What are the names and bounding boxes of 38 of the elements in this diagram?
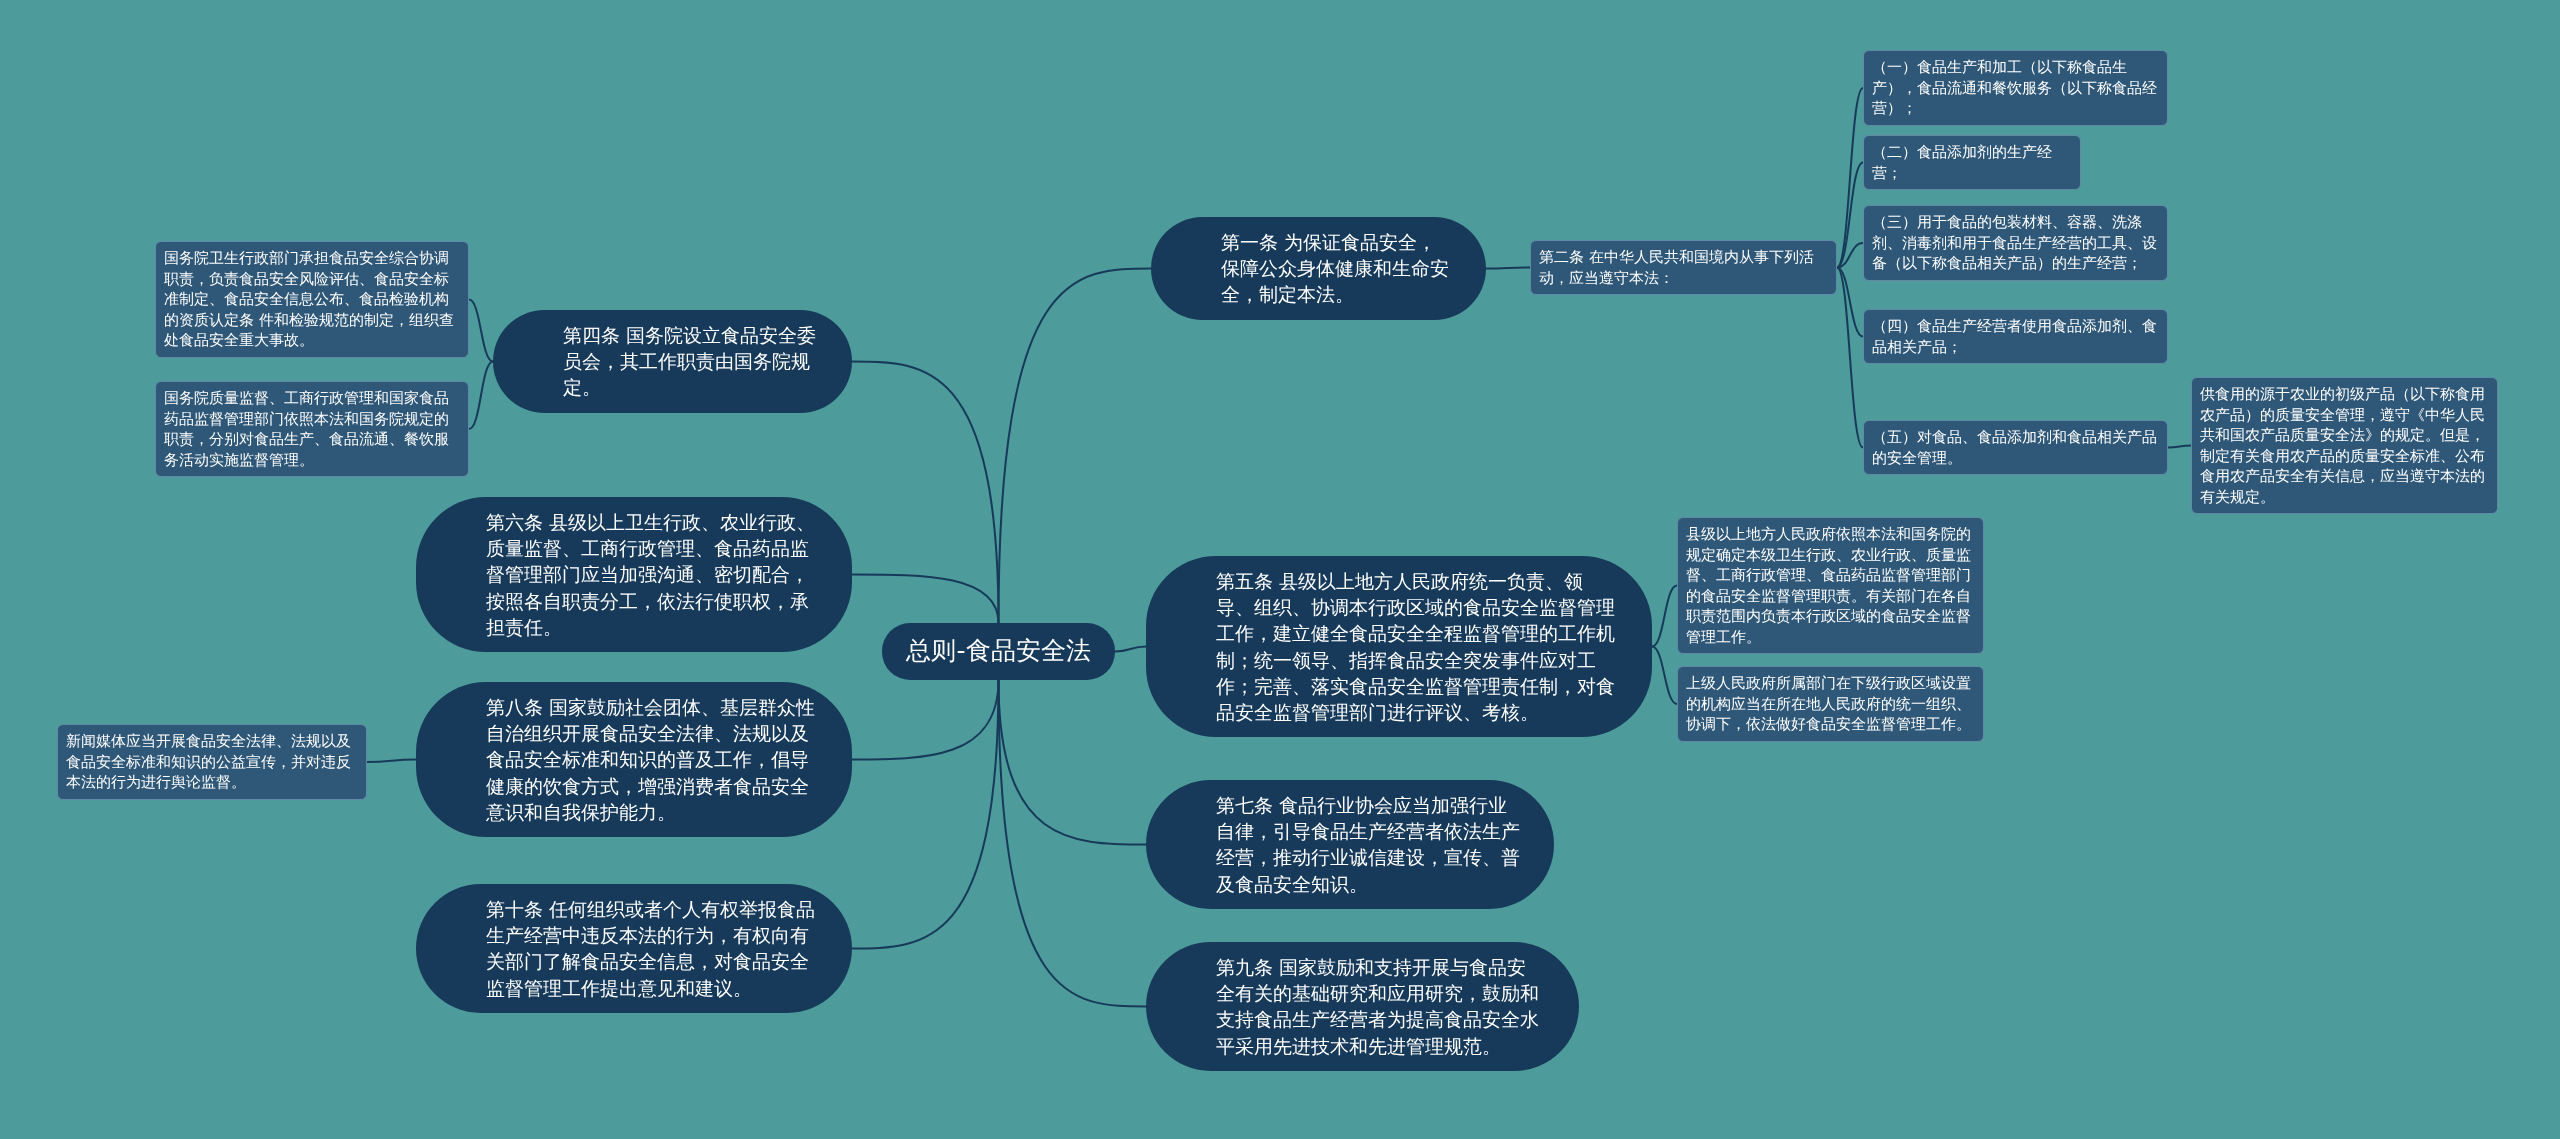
subtopic-box: 县级以上地方人民政府依照本法和国务院的规定确定本级卫生行政、农业行政、质量监督、工商行政管理、食品药品监督管理部门的食品安全监督管理职责。有关部门在各自职责范围内负责本行政区域的食品安全监督管理工作。 [1677,517,1984,655]
topic-pill: 第一条 为保证食品安全，保障公众身体健康和生命安全，制定本法。 [1151,217,1486,320]
connector-line [2167,444,2192,449]
central-topic: 总则-食品安全法 [882,623,1115,680]
connector-line [1836,266,1864,338]
connector-line [851,679,1000,950]
connector-line [1651,645,1678,705]
connector-line [1485,266,1531,270]
subtopic-box: （二）食品添加剂的生产经营； [1863,135,2081,191]
topic-pill: 第四条 国务院设立食品安全委员会，其工作职责由国务院规定。 [493,310,852,413]
connector-line [851,573,1000,624]
subtopic-box: 上级人民政府所属部门在下级行政区域设置的机构应当在所在地人民政府的统一组织、协调下，依法做好食品安全监督管理工作。 [1677,666,1984,742]
subtopic-box: （四）食品生产经营者使用食品添加剂、食品相关产品； [1863,309,2168,365]
connector-line [468,298,494,363]
connector-line [468,360,494,430]
connector-line [1651,584,1678,648]
subtopic-box: 新闻媒体应当开展食品安全法律、法规以及食品安全标准和知识的公益宣传，并对违反本法的行为进行舆论监督。 [57,724,367,800]
topic-pill: 第九条 国家鼓励和支持开展与食品安全有关的基础研究和应用研究，鼓励和支持食品生产经营者为提高食品安全水平采用先进技术和先进管理规范。 [1146,942,1579,1071]
connector-line [1836,242,1864,269]
connector-line [997,267,1152,624]
subtopic-box: （五）对食品、食品添加剂和食品相关产品的安全管理。 [1863,420,2168,476]
connector-line [1836,161,1864,269]
connector-line [1836,87,1864,269]
subtopic-box: 供食用的源于农业的初级产品（以下称食用农产品）的质量安全管理，遵守《中华人民共和国农产品质量安全法》的规定。但是，制定有关食用农产品的质量安全标准、公布食用农产品安全有关信息，应当遵守本法的有关规定。 [2191,377,2498,515]
connector-line [366,758,417,763]
topic-pill: 第六条 县级以上卫生行政、农业行政、质量监督、工商行政管理、食品药品监督管理部门应当加强沟通、密切配合，按照各自职责分工，依法行使职权，承担责任。 [416,497,852,653]
topic-pill: 第八条 国家鼓励社会团体、基层群众性自治组织开展食品安全法律、法规以及食品安全标准和知识的普及工作，倡导健康的饮食方式，增强消费者食品安全意识和自我保护能力。 [416,682,852,838]
subtopic-box: 国务院质量监督、工商行政管理和国家食品药品监督管理部门依照本法和国务院规定的职责，分别对食品生产、食品流通、餐饮服务活动实施监督管理。 [155,381,469,478]
subtopic-box: 第二条 在中华人民共和国境内从事下列活动，应当遵守本法： [1530,240,1837,296]
topic-pill: 第五条 县级以上地方人民政府统一负责、领导、组织、协调本行政区域的食品安全监督管理工作，建立健全食品安全全程监督管理的工作机制；统一领导、指挥食品安全突发事件应对工作；完善、落实食品安全监督管理责任制，对食品安全监督管理部门进行评议、考核。 [1146,556,1652,738]
topic-pill: 第七条 食品行业协会应当加强行业自律，引导食品生产经营者依法生产经营，推动行业诚信建设，宣传、普及食品安全知识。 [1146,780,1554,909]
topic-pill: 第十条 任何组织或者个人有权举报食品生产经营中违反本法的行为，有权向有关部门了解食品安全信息，对食品安全监督管理工作提出意见和建议。 [416,884,852,1013]
connector-line [997,679,1147,1008]
subtopic-box: 国务院卫生行政部门承担食品安全综合协调职责，负责食品安全风险评估、食品安全标准制定、食品安全信息公布、食品检验机构的资质认定条 件和检验规范的制定，组织查处食品安全重大事故。 [155,241,469,358]
subtopic-box: （一）食品生产和加工（以下称食品生产），食品流通和餐饮服务（以下称食品经营）； [1863,50,2168,126]
connector-line [1114,645,1147,653]
subtopic-box: （三）用于食品的包装材料、容器、洗涤剂、消毒剂和用于食品生产经营的工具、设备（以下称食品相关产品）的生产经营； [1863,205,2168,281]
connector-line [1836,266,1864,449]
